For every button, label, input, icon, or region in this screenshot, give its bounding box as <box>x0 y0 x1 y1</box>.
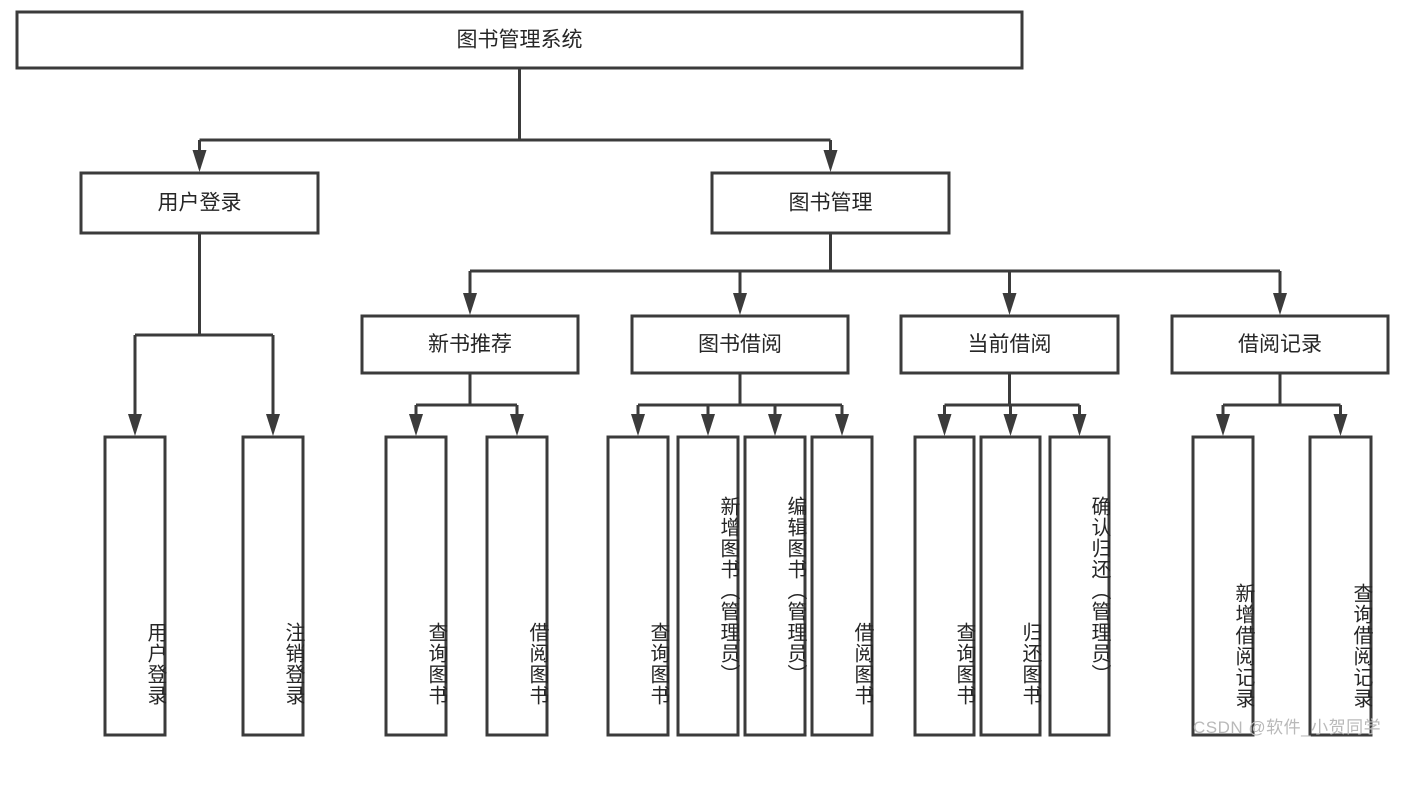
node-box <box>743 435 807 737</box>
leaf-node-leaf-query-record[interactable] <box>1308 435 1373 737</box>
arrow-head-icon <box>1216 414 1230 436</box>
arrow-head-icon <box>631 414 645 436</box>
node-label: 借阅记录 <box>1238 333 1322 356</box>
arrow-head-icon <box>823 150 838 172</box>
arrow-head-icon <box>1333 414 1348 436</box>
node-label: 用户登录 <box>158 192 242 215</box>
leaf-node-leaf-borrow-book-2[interactable] <box>810 435 874 737</box>
arrow-head-icon <box>409 414 423 436</box>
node-borrow-record[interactable]: 借阅记录 <box>1170 314 1390 375</box>
node-box <box>79 171 320 235</box>
node-box <box>241 435 305 737</box>
leaf-node-leaf-query-book-2[interactable] <box>606 435 670 737</box>
node-label: 新书推荐 <box>428 333 512 356</box>
arrow-head-icon <box>1002 293 1017 315</box>
leaf-node-leaf-edit-book[interactable] <box>743 435 807 737</box>
node-box <box>676 435 740 737</box>
arrow-head-icon <box>266 414 280 436</box>
node-box <box>979 435 1042 737</box>
arrow-head-icon <box>768 414 782 436</box>
node-user-login[interactable]: 用户登录 <box>79 171 320 235</box>
leaf-node-leaf-user-login[interactable] <box>103 435 167 737</box>
arrow-head-icon <box>192 150 207 172</box>
arrow-head-icon <box>733 293 747 315</box>
node-book-borrow[interactable]: 图书借阅 <box>630 314 850 375</box>
node-box <box>360 314 580 375</box>
arrow-head-icon <box>937 414 952 436</box>
node-root[interactable]: 图书管理系统 <box>15 10 1024 70</box>
arrow-head-icon <box>701 414 715 436</box>
arrow-head-icon <box>1273 293 1287 315</box>
node-box <box>1191 435 1255 737</box>
flowchart-canvas: 图书管理系统用户登录图书管理新书推荐图书借阅当前借阅借阅记录 用户登录注销登录查… <box>15 10 1390 737</box>
node-box <box>810 435 874 737</box>
arrow-head-icon <box>510 414 524 436</box>
node-box <box>1308 435 1373 737</box>
node-box <box>1048 435 1111 737</box>
leaf-node-leaf-return-book[interactable] <box>979 435 1042 737</box>
leaf-node-leaf-confirm-return[interactable] <box>1048 435 1111 737</box>
arrow-head-icon <box>128 414 142 436</box>
leaf-node-leaf-query-book-3[interactable] <box>913 435 976 737</box>
arrow-head-icon <box>1072 414 1087 436</box>
node-box <box>1170 314 1390 375</box>
node-label: 图书借阅 <box>698 333 782 356</box>
arrow-head-icon <box>463 293 477 315</box>
node-box <box>710 171 951 235</box>
arrow-head-icon <box>1003 414 1018 436</box>
node-box <box>485 435 549 737</box>
node-box <box>899 314 1120 375</box>
node-book-manage[interactable]: 图书管理 <box>710 171 951 235</box>
watermark: CSDN @软件_小贺同学 <box>1193 718 1382 737</box>
leaf-node-leaf-query-book-1[interactable] <box>384 435 448 737</box>
connectors-layer <box>128 68 1348 436</box>
leaf-node-leaf-add-record[interactable] <box>1191 435 1255 737</box>
node-box <box>103 435 167 737</box>
leaf-node-leaf-add-book[interactable] <box>676 435 740 737</box>
node-label: 当前借阅 <box>968 333 1052 356</box>
node-box <box>15 10 1024 70</box>
node-new-book-recommend[interactable]: 新书推荐 <box>360 314 580 375</box>
node-box <box>384 435 448 737</box>
node-box <box>606 435 670 737</box>
leaf-node-leaf-logout[interactable] <box>241 435 305 737</box>
arrow-head-icon <box>835 414 849 436</box>
leaf-node-leaf-borrow-book-1[interactable] <box>485 435 549 737</box>
node-label: 图书管理系统 <box>457 29 583 52</box>
node-label: 图书管理 <box>789 192 873 215</box>
node-box <box>913 435 976 737</box>
node-box <box>630 314 850 375</box>
node-current-borrow[interactable]: 当前借阅 <box>899 314 1120 375</box>
